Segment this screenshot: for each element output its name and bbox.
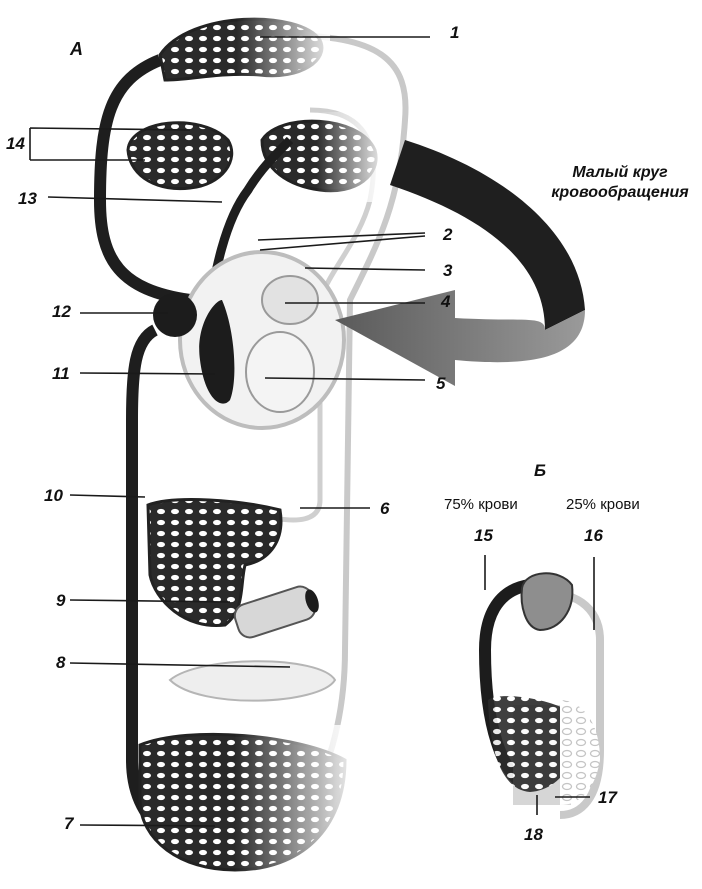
panel-label-b: Б bbox=[534, 462, 546, 479]
left-atrium-light bbox=[262, 276, 318, 324]
leader-2a bbox=[258, 233, 425, 240]
label-18: 18 bbox=[524, 826, 543, 843]
body-capillaries-fade bbox=[140, 725, 350, 875]
label-14: 14 bbox=[6, 135, 25, 152]
head-capillaries-fade bbox=[160, 10, 330, 85]
scheme-a bbox=[100, 10, 406, 875]
label-15: 15 bbox=[474, 527, 493, 544]
small-circulation-title: Малый круг кровообращения bbox=[545, 163, 695, 203]
small-circulation-line2: кровообращения bbox=[545, 183, 695, 203]
label-13: 13 bbox=[18, 190, 37, 207]
lung-capillaries-left bbox=[128, 123, 232, 189]
label-16: 16 bbox=[584, 527, 603, 544]
leader-7 bbox=[80, 825, 215, 826]
label-1: 1 bbox=[450, 24, 459, 41]
lung-capillaries-fade bbox=[262, 112, 382, 202]
label-11: 11 bbox=[52, 365, 70, 382]
label-12: 12 bbox=[52, 303, 71, 320]
label-6: 6 bbox=[380, 500, 389, 517]
label-8: 8 bbox=[56, 654, 65, 671]
fraction-left: 75% крови bbox=[444, 497, 518, 512]
right-ventricle-light bbox=[246, 332, 314, 412]
panel-label-a: А bbox=[70, 40, 83, 58]
leader-3 bbox=[305, 268, 425, 270]
small-circulation-line1: Малый круг bbox=[545, 163, 695, 183]
kidney-area bbox=[170, 661, 335, 700]
label-17: 17 bbox=[598, 789, 617, 806]
b-heart bbox=[522, 573, 573, 630]
label-4: 4 bbox=[441, 293, 450, 310]
gut-tube bbox=[232, 583, 319, 640]
label-2: 2 bbox=[443, 226, 452, 243]
label-10: 10 bbox=[44, 487, 63, 504]
label-9: 9 bbox=[56, 592, 65, 609]
label-3: 3 bbox=[443, 262, 452, 279]
right-atrium-dark bbox=[153, 293, 197, 337]
leader-13 bbox=[48, 197, 222, 202]
label-7: 7 bbox=[64, 815, 73, 832]
fraction-right: 25% крови bbox=[566, 497, 640, 512]
label-5: 5 bbox=[436, 375, 445, 392]
leader-11 bbox=[80, 373, 215, 374]
scheme-b bbox=[485, 573, 600, 815]
